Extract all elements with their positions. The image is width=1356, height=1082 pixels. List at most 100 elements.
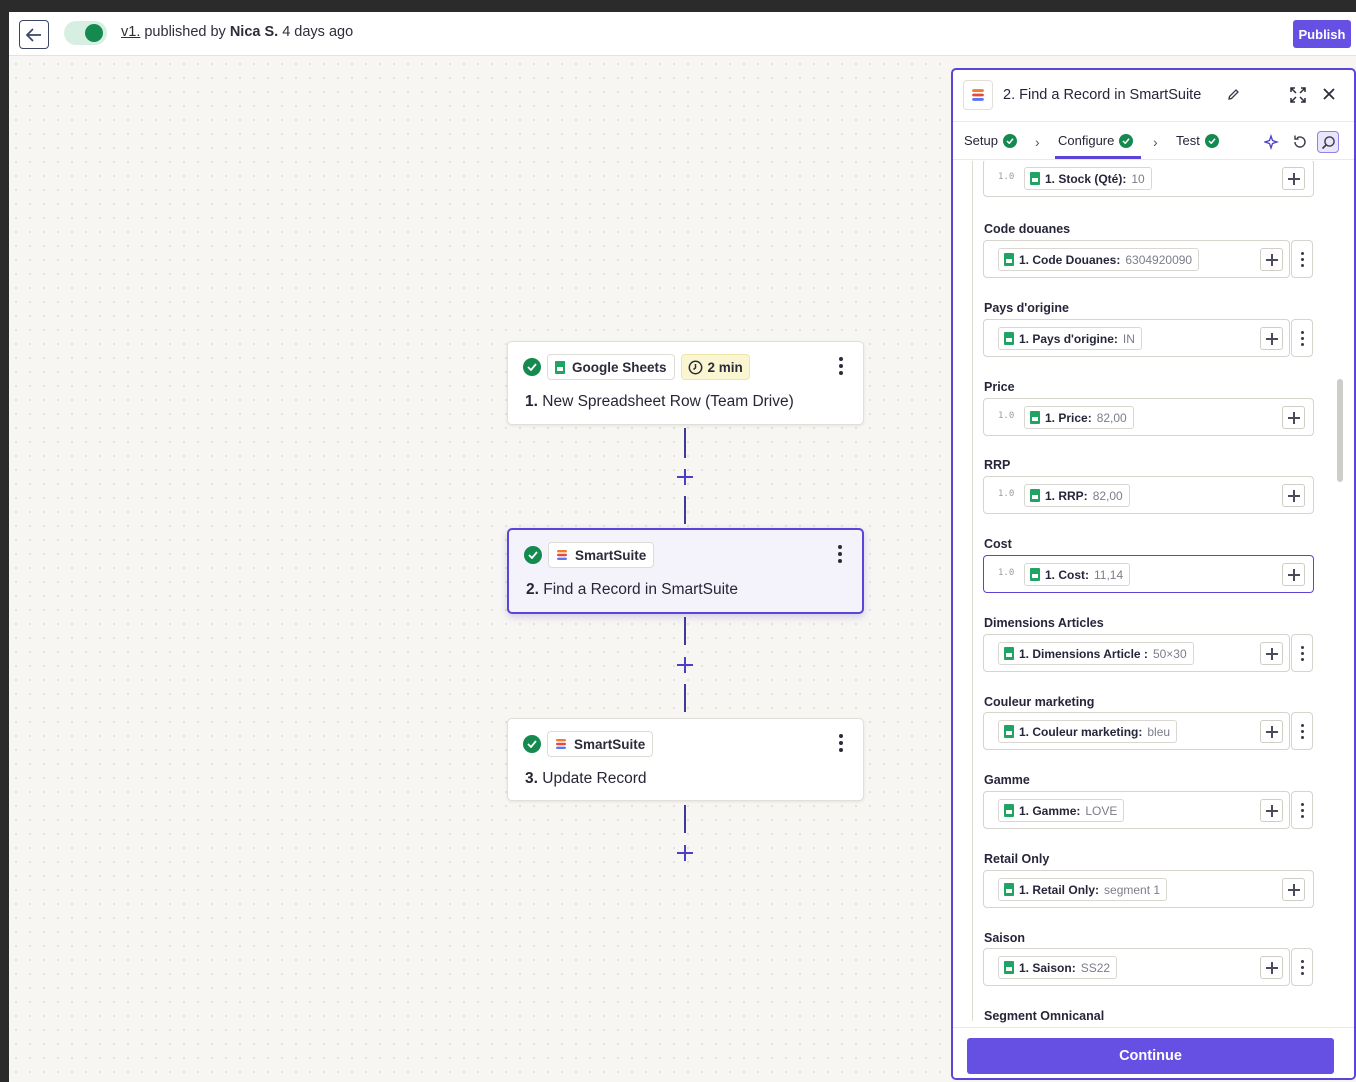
expand-icon[interactable] (1290, 87, 1306, 103)
google-sheets-icon (1004, 883, 1014, 896)
field-options-button[interactable] (1291, 240, 1313, 278)
field-dimensions-input[interactable]: 1. Dimensions Article :50×30 (983, 634, 1290, 672)
add-mapping-button[interactable] (1260, 642, 1283, 665)
panel-scrollbar[interactable] (1337, 379, 1343, 482)
tab-setup[interactable]: Setup (964, 133, 1017, 148)
step-menu-button[interactable] (839, 357, 843, 375)
token-value: SS22 (1080, 960, 1111, 975)
field-options-button[interactable] (1291, 712, 1313, 750)
token-label: 1. Pays d'origine: (1019, 331, 1118, 346)
field-saison-input[interactable]: 1. Saison:SS22 (983, 948, 1290, 986)
search-icon[interactable] (1317, 131, 1339, 153)
active-tab-indicator (1055, 156, 1141, 159)
continue-button[interactable]: Continue (967, 1038, 1334, 1074)
token-label: 1. Dimensions Article : (1019, 646, 1148, 661)
app-name: SmartSuite (574, 736, 646, 752)
close-icon[interactable] (1322, 87, 1336, 101)
version-info: v1. published by Nica S. 4 days ago (121, 24, 353, 40)
smartsuite-icon (557, 550, 567, 560)
tab-configure-label: Configure (1058, 133, 1115, 148)
check-icon (523, 358, 541, 376)
field-retail-only-input[interactable]: 1. Retail Only:segment 1 (983, 870, 1314, 908)
google-sheets-icon (1004, 961, 1014, 974)
mapped-token: 1. Saison:SS22 (998, 956, 1118, 979)
check-icon (523, 735, 541, 753)
add-mapping-button[interactable] (1282, 406, 1305, 429)
add-mapping-button[interactable] (1282, 167, 1305, 190)
step-card-2[interactable]: SmartSuite 2. Find a Record in SmartSuit… (507, 528, 864, 614)
field-code-douanes-input[interactable]: 1. Code Douanes:6304920090 (983, 240, 1290, 278)
add-mapping-button[interactable] (1282, 878, 1305, 901)
field-options-button[interactable] (1291, 948, 1313, 986)
tab-test-label: Test (1176, 133, 1200, 148)
token-label: 1. Code Douanes: (1019, 252, 1121, 267)
google-sheets-icon (1004, 332, 1014, 345)
add-mapping-button[interactable] (1260, 799, 1283, 822)
config-form[interactable]: 1.0 1. Stock (Qté):10 Code douanes 1. Co… (953, 161, 1354, 1027)
publish-button[interactable]: Publish (1293, 20, 1351, 48)
token-value: 10 (1131, 171, 1145, 186)
step-title: 3. Update Record (525, 770, 647, 788)
token-value: 82,00 (1092, 488, 1123, 503)
field-label: Couleur marketing (984, 695, 1095, 709)
version-author: Nica S. (229, 24, 279, 40)
field-options-button[interactable] (1291, 634, 1313, 672)
add-mapping-button[interactable] (1260, 720, 1283, 743)
panel-footer: Continue (953, 1027, 1354, 1078)
app-name: Google Sheets (572, 359, 667, 375)
add-mapping-button[interactable] (1260, 327, 1283, 350)
app-name: SmartSuite (575, 547, 647, 563)
chevron-right-icon: › (1153, 134, 1158, 150)
add-step-plus-icon[interactable] (676, 844, 694, 862)
time-badge-label: 2 min (707, 359, 743, 375)
zap-on-toggle[interactable] (64, 21, 107, 45)
back-button[interactable] (19, 20, 49, 49)
connector-line (684, 617, 686, 645)
token-value: bleu (1147, 724, 1171, 739)
step-title: 1. New Spreadsheet Row (Team Drive) (525, 393, 794, 411)
panel-header: 2. Find a Record in SmartSuite (953, 70, 1354, 122)
field-price-input[interactable]: 1.0 1. Price:82,00 (983, 398, 1314, 436)
google-sheets-icon (1030, 172, 1040, 185)
workflow-canvas[interactable]: Google Sheets 2 min 1. New Spreadsheet R… (9, 57, 950, 1082)
add-step-plus-icon[interactable] (676, 656, 694, 674)
add-step-plus-icon[interactable] (676, 468, 694, 486)
field-rrp-input[interactable]: 1.0 1. RRP:82,00 (983, 476, 1314, 514)
field-gamme-input[interactable]: 1. Gamme:LOVE (983, 791, 1290, 829)
panel-tabs: Setup › Configure › Test (953, 122, 1354, 160)
field-label: Retail Only (984, 852, 1050, 866)
field-stock-input[interactable]: 1.0 1. Stock (Qté):10 (983, 161, 1314, 197)
field-label: Saison (984, 931, 1025, 945)
token-label: 1. RRP: (1045, 488, 1088, 503)
check-icon (1204, 133, 1219, 148)
tab-test[interactable]: Test (1176, 133, 1219, 148)
connector-line (684, 684, 686, 712)
step-menu-button[interactable] (838, 545, 842, 563)
token-label: 1. Cost: (1045, 567, 1090, 582)
mapped-token: 1. Dimensions Article :50×30 (998, 642, 1194, 665)
step-title-text: Update Record (542, 770, 647, 787)
token-value: 11,14 (1094, 567, 1124, 582)
ai-sparkle-icon[interactable] (1261, 131, 1283, 153)
add-mapping-button[interactable] (1282, 484, 1305, 507)
add-mapping-button[interactable] (1260, 956, 1283, 979)
google-sheets-icon (1004, 725, 1014, 738)
refresh-icon[interactable] (1289, 131, 1311, 153)
add-mapping-button[interactable] (1282, 563, 1305, 586)
field-couleur-marketing-input[interactable]: 1. Couleur marketing:bleu (983, 712, 1290, 750)
pencil-icon[interactable] (1227, 88, 1240, 101)
step-card-1[interactable]: Google Sheets 2 min 1. New Spreadsheet R… (507, 341, 864, 425)
step-title-text: Find a Record in SmartSuite (543, 581, 738, 598)
step-menu-button[interactable] (839, 734, 843, 752)
add-mapping-button[interactable] (1260, 248, 1283, 271)
field-options-button[interactable] (1291, 791, 1313, 829)
field-label: RRP (984, 458, 1011, 472)
tab-configure[interactable]: Configure (1058, 133, 1134, 148)
field-options-button[interactable] (1291, 319, 1313, 357)
field-pays-origine-input[interactable]: 1. Pays d'origine:IN (983, 319, 1290, 357)
token-label: 1. Retail Only: (1019, 882, 1100, 897)
field-cost-input[interactable]: 1.0 1. Cost:11,14 (983, 555, 1314, 593)
panel-title: 2. Find a Record in SmartSuite (1003, 87, 1202, 103)
version-link[interactable]: v1. (121, 24, 141, 40)
step-card-3[interactable]: SmartSuite 3. Update Record (507, 718, 864, 801)
